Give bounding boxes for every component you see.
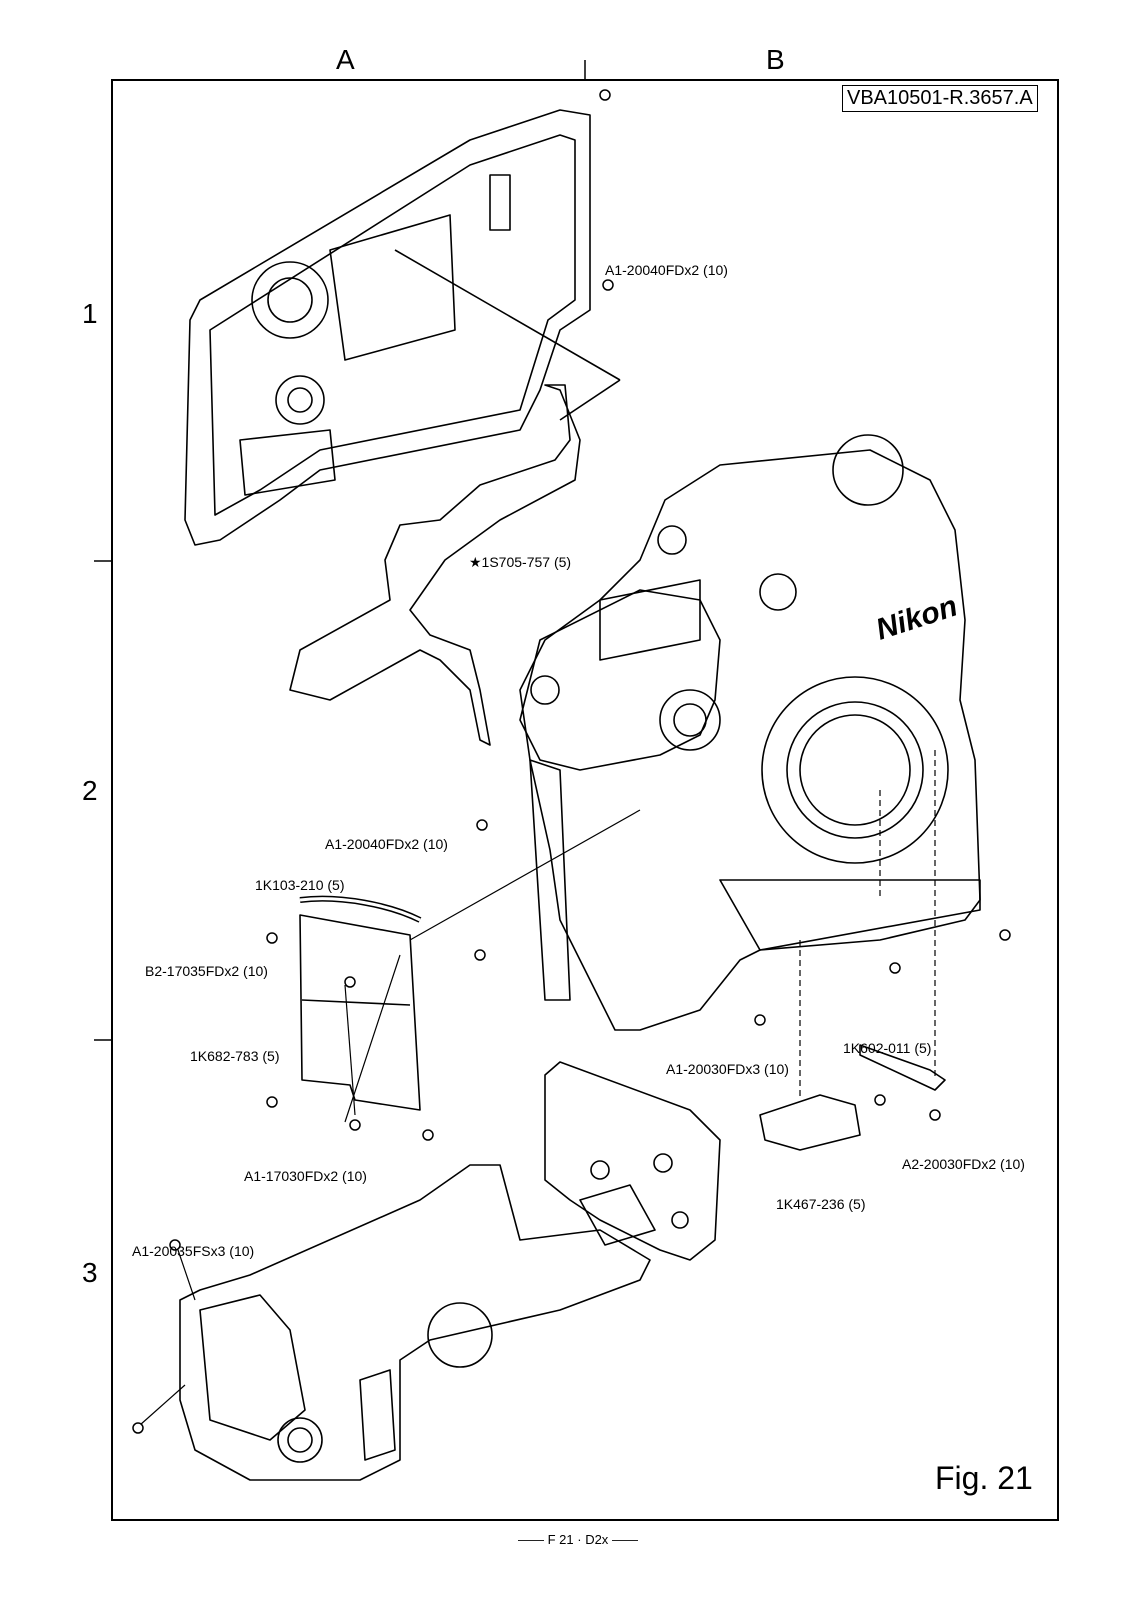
brand-logo: Nikon (872, 590, 961, 647)
screw-icon (929, 1109, 941, 1121)
leader-line (344, 954, 401, 1123)
part-label-flex-cable: ★1S705-757 (5) (469, 554, 572, 570)
part-label-screw-a1-20030: A1-20030FDx3 (10) (666, 1061, 789, 1077)
screw-icon (349, 1119, 361, 1131)
figure-label: Fig. 21 (935, 1460, 1033, 1496)
row-label-3: 3 (82, 1257, 98, 1288)
page-footer: —— F 21 · D2x —— (518, 1532, 638, 1547)
screw-icon (169, 1239, 181, 1251)
screw-icon (476, 819, 488, 831)
small-cover (759, 1094, 861, 1151)
screw-icon (874, 1094, 886, 1106)
screw-icon (422, 1129, 434, 1141)
screw-icon (889, 962, 901, 974)
footer-dash-right: —— (611, 1532, 638, 1547)
rear-panel-assembly (184, 109, 591, 546)
part-label-screw-left-body: A1-20040FDx2 (10) (325, 836, 448, 852)
screw-icon (344, 976, 356, 988)
screw-icon (474, 949, 486, 961)
screw-icon (266, 932, 278, 944)
part-label-bracket: 1K602-011 (5) (843, 1040, 932, 1056)
cover-plate (299, 914, 421, 1111)
flex-cable (289, 249, 621, 746)
screws (132, 89, 1011, 1434)
leader-line (344, 984, 356, 1116)
grip-inner-plate (544, 1061, 721, 1261)
row-label-2: 2 (82, 775, 98, 806)
screw-icon (602, 279, 614, 291)
part-label-screw-a2: A2-20030FDx2 (10) (902, 1156, 1025, 1172)
part-label-cover-small: 1K467-236 (5) (776, 1196, 866, 1212)
row-label-1: 1 (82, 298, 98, 329)
part-label-cover-plate: 1K682-783 (5) (190, 1048, 280, 1064)
part-label-screw-a1-20035: A1-20035FSx3 (10) (132, 1243, 255, 1259)
leader-line (177, 1249, 196, 1301)
leader-line (409, 809, 641, 941)
document-id: VBA10501-R.3657.A (842, 85, 1038, 112)
part-label-screw-a1-17030: A1-17030FDx2 (10) (244, 1168, 367, 1184)
footer-text: F 21 · D2x (547, 1532, 609, 1547)
leader-line (139, 1384, 186, 1426)
part-label-screw-b2: B2-17035FDx2 (10) (145, 963, 268, 979)
footer-dash-left: —— (518, 1532, 544, 1547)
screw-icon (599, 89, 611, 101)
column-label-b: B (766, 44, 785, 75)
bracket (859, 1044, 946, 1091)
camera-body (519, 434, 981, 1031)
part-label-screw-top-right: A1-20040FDx2 (10) (605, 262, 728, 278)
strip-inner (299, 897, 421, 922)
screw-icon (132, 1422, 144, 1434)
screw-icon (754, 1014, 766, 1026)
column-label-a: A (336, 44, 355, 75)
battery-grip (179, 1164, 651, 1481)
screw-icon (999, 929, 1011, 941)
part-label-strip: 1K103-210 (5) (255, 877, 345, 893)
screw-icon (266, 1096, 278, 1108)
